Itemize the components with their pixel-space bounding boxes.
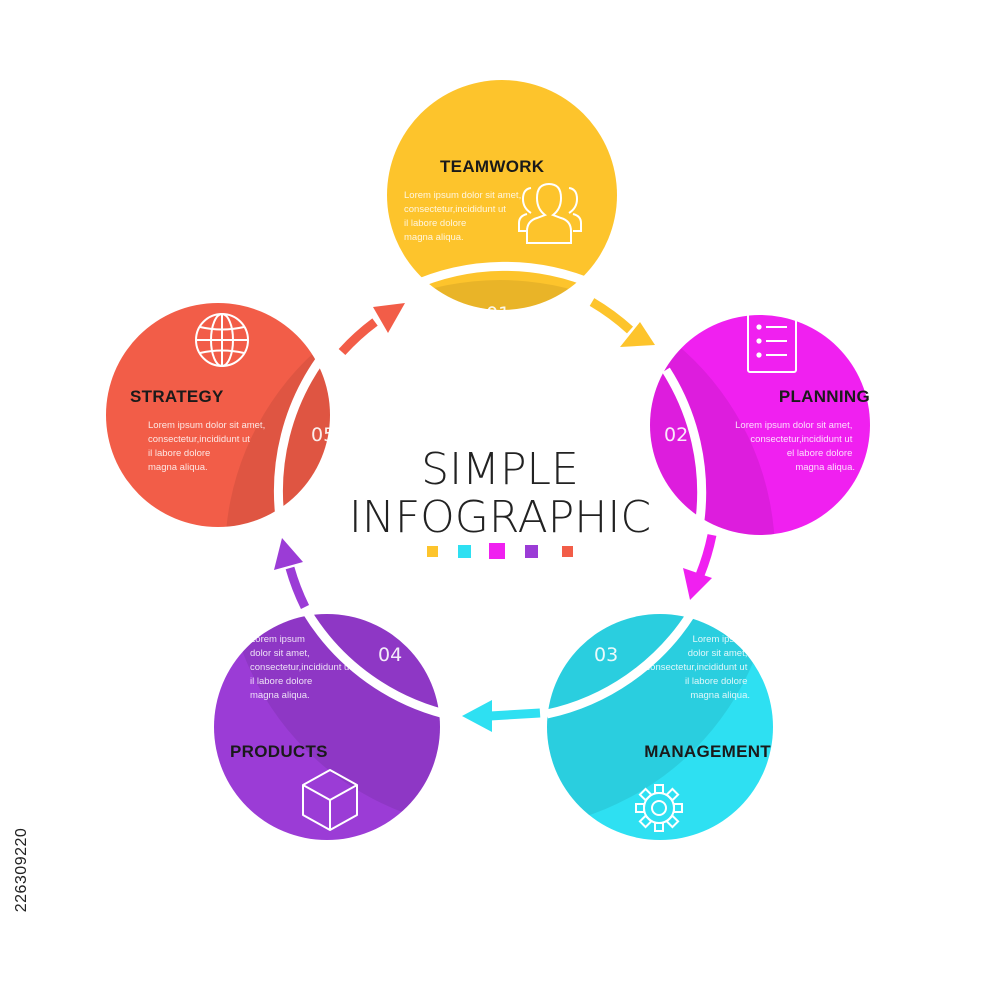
step-heading: PRODUCTS <box>230 742 328 761</box>
step-heading: STRATEGY <box>130 387 224 406</box>
step-text-line: magna aliqua. <box>148 462 208 473</box>
step-text-line: il labore dolore <box>685 676 747 687</box>
arrow-teamwork-to-planning <box>589 298 655 347</box>
step-teamwork: TEAMWORK Lorem ipsum dolor sit amet, con… <box>387 80 617 325</box>
step-text-line: Lorem ipsum dolor sit amet, <box>148 420 265 431</box>
step-text-line: magna aliqua. <box>404 232 464 243</box>
step-text-line: Lorem ipsum dolor sit amet, <box>735 420 852 431</box>
color-legend <box>427 543 573 559</box>
ring-overlap <box>225 614 440 830</box>
step-text-line: consectetur,incididunt ut <box>250 662 352 673</box>
step-circle <box>106 303 330 527</box>
globe-icon <box>195 313 249 367</box>
legend-swatch <box>427 546 438 557</box>
arrow-products-to-strategy <box>274 538 310 609</box>
arrow-management-to-products <box>462 700 541 732</box>
step-text: Lorem ipsum dolor sit amet, consectetur,… <box>148 420 268 473</box>
ring-band <box>303 609 454 721</box>
title-line-2: INFOGRAPHIC <box>349 492 651 543</box>
ring-band <box>273 357 324 519</box>
arrow-planning-to-management <box>683 534 717 600</box>
step-text-line: consectetur,incididunt ut <box>148 434 250 445</box>
step-text-line: dolor sit amet, <box>250 648 310 659</box>
users-icon <box>518 182 582 244</box>
ring-band <box>546 611 695 719</box>
step-text-line: el labore dolore <box>787 448 853 459</box>
step-text: Lorem ipsum dolor sit amet, consectetur,… <box>250 634 355 701</box>
step-text-line: magna aliqua. <box>690 690 750 701</box>
step-text-line: Lorem ipsum <box>692 634 747 645</box>
legend-swatch <box>562 546 573 557</box>
step-text-line: dolor sit amet, <box>688 648 748 659</box>
legend-swatch <box>458 545 471 558</box>
step-text-line: magna aliqua. <box>795 462 855 473</box>
gear-icon <box>635 784 683 832</box>
arrow-strategy-to-teamwork <box>338 303 405 356</box>
stock-id-label: 226309220 <box>12 760 32 980</box>
step-strategy: STRATEGY Lorem ipsum dolor sit amet, con… <box>106 303 335 527</box>
step-text: Lorem ipsum dolor sit amet, consectetur,… <box>735 420 855 473</box>
legend-swatch <box>489 543 505 559</box>
stock-id-text: 226309220 <box>13 827 30 913</box>
step-text-line: consectetur,incididunt ut <box>645 662 747 673</box>
step-number: 05 <box>311 424 335 446</box>
step-number: 03 <box>594 644 618 666</box>
step-management: MANAGEMENT Lorem ipsum dolor sit amet, c… <box>547 614 773 840</box>
step-text-line: il labore dolore <box>404 218 466 229</box>
step-text: Lorem ipsum dolor sit amet, consectetur,… <box>645 634 750 701</box>
step-number: 01 <box>486 303 510 325</box>
step-text: Lorem ipsum dolor sit amet, consectetur,… <box>404 190 524 243</box>
step-heading: TEAMWORK <box>440 157 545 176</box>
step-text-line: consectetur,incididunt ut <box>404 204 506 215</box>
ring-band <box>662 367 707 521</box>
step-text-line: il labore dolore <box>148 448 210 459</box>
ring-overlap <box>547 614 773 830</box>
step-number: 02 <box>664 424 688 446</box>
step-heading: PLANNING <box>779 387 870 406</box>
ring-band <box>408 261 597 292</box>
step-heading: MANAGEMENT <box>644 742 771 761</box>
title-line-1: SIMPLE <box>421 444 579 495</box>
cube-icon <box>302 769 358 831</box>
step-text-line: Lorem ipsum dolor sit amet, <box>404 190 521 201</box>
step-number: 04 <box>378 644 402 666</box>
step-circle <box>547 614 773 840</box>
step-circle <box>214 614 440 840</box>
step-text-line: Lorem ipsum <box>250 634 305 645</box>
step-circle <box>387 80 617 310</box>
checklist-icon <box>747 311 797 373</box>
step-text-line: il labore dolore <box>250 676 312 687</box>
legend-swatch <box>525 545 538 558</box>
step-products: PRODUCTS Lorem ipsum dolor sit amet, con… <box>214 614 440 840</box>
step-text-line: magna aliqua. <box>250 690 310 701</box>
step-text-line: consectetur,incididunt ut <box>750 434 852 445</box>
